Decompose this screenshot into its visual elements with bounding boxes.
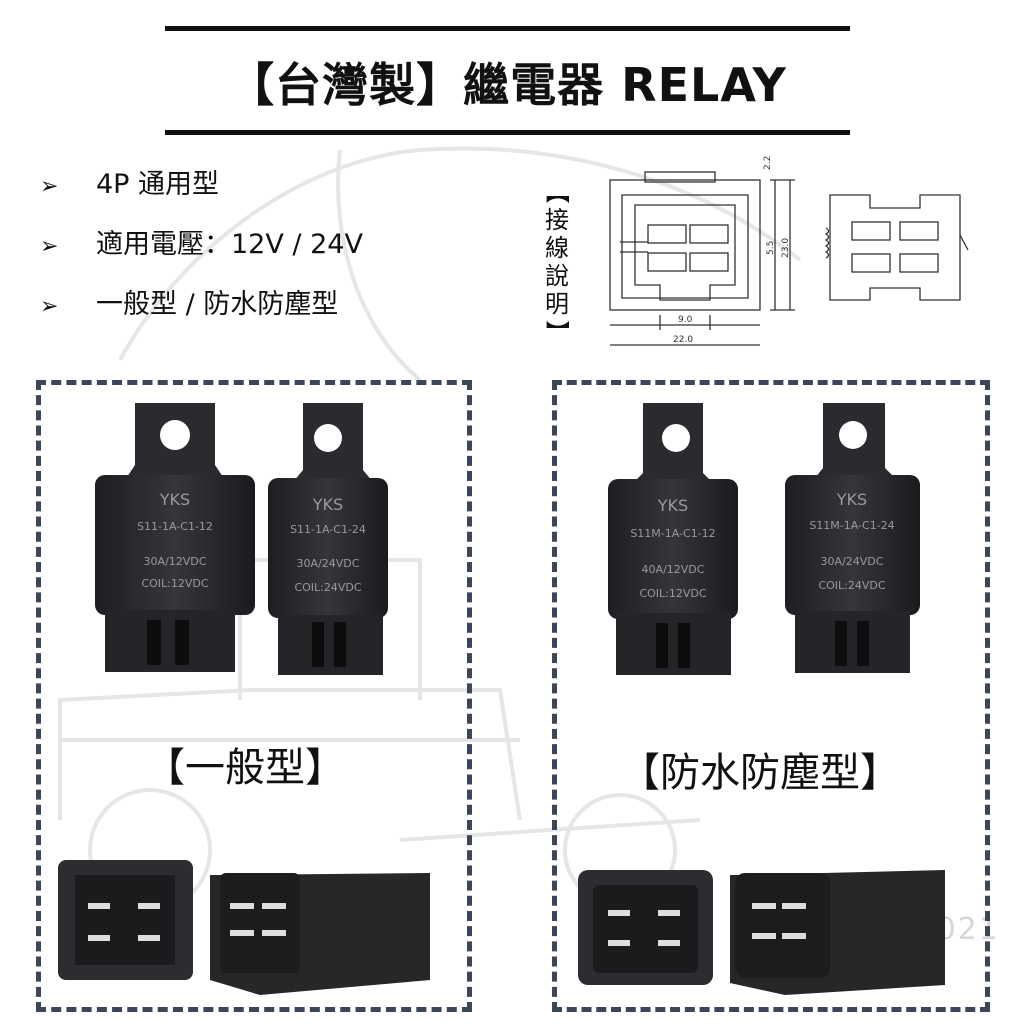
relay-model: S11-1A-C1-12 [137,520,213,533]
relay-brand: YKS [312,495,343,514]
standard-bottom-view [58,860,430,995]
wiring-label-char: 【 [543,180,571,204]
title-bottom-rule [165,130,850,135]
waterproof-bottom-view [578,870,945,995]
waterproof-type-frame [552,380,990,1012]
dim-label-top: 2.2 [763,156,773,170]
wiring-label-char: 明 [545,290,569,318]
dim-label-inner: 9.0 [678,315,693,325]
relay-product-photos: YKS S11-1A-C1-12 30A/12VDC COIL:12VDC YK… [58,403,945,995]
arrow-bullet-icon: ➢ [40,174,59,199]
relay-s11-24 [268,403,388,675]
relay-coil: COIL:12VDC [141,577,208,590]
wiring-label: 【 接 線 說 明 】 [540,178,574,346]
wiring-label-char: 】 [543,320,571,344]
standard-type-frame [36,380,472,1012]
dim-label-height: 23.0 [781,238,791,258]
relay-brand: YKS [159,490,190,509]
dim-label-width: 22.0 [673,335,693,345]
relay-rating: 40A/12VDC [642,563,705,576]
relay-s11m-24 [785,403,920,673]
relay-coil: COIL:24VDC [818,579,885,592]
feature-text: 適用電壓：12V / 24V [96,229,363,260]
dim-label-mid: 5.5 [766,241,776,255]
relay-brand: YKS [836,490,867,509]
relay-coil: COIL:12VDC [639,587,706,600]
relay-model: S11-1A-C1-24 [290,523,366,536]
wiring-label-char: 線 [545,234,569,262]
relay-model: S11M-1A-C1-24 [809,519,894,532]
arrow-bullet-icon: ➢ [40,234,59,259]
feature-item: ➢ 一般型 / 防水防塵型 [40,285,338,325]
relay-brand: YKS [657,496,688,515]
arrow-bullet-icon: ➢ [40,294,59,319]
wiring-diagram: 9.0 22.0 2.2 5.5 23.0 [609,156,969,346]
feature-item: ➢ 適用電壓：12V / 24V [40,225,363,265]
feature-item: ➢ 4P 通用型 [40,165,219,205]
standard-type-label: 【一般型】 [145,745,345,791]
waterproof-type-label: 【防水防塵型】 [620,750,900,796]
relay-rating: 30A/24VDC [297,557,360,570]
page-title: 【台灣製】繼電器 RELAY [228,58,787,112]
relay-rating: 30A/12VDC [144,555,207,568]
title-top-rule [165,26,850,31]
relay-rating: 30A/24VDC [821,555,884,568]
relay-model: S11M-1A-C1-12 [630,527,715,540]
wiring-label-char: 接 [545,206,569,234]
relay-s11-12 [95,403,255,672]
feature-text: 一般型 / 防水防塵型 [96,289,339,320]
feature-text: 4P 通用型 [96,169,220,200]
relay-s11m-12 [608,403,738,675]
wiring-label-char: 說 [545,262,569,290]
relay-coil: COIL:24VDC [294,581,361,594]
